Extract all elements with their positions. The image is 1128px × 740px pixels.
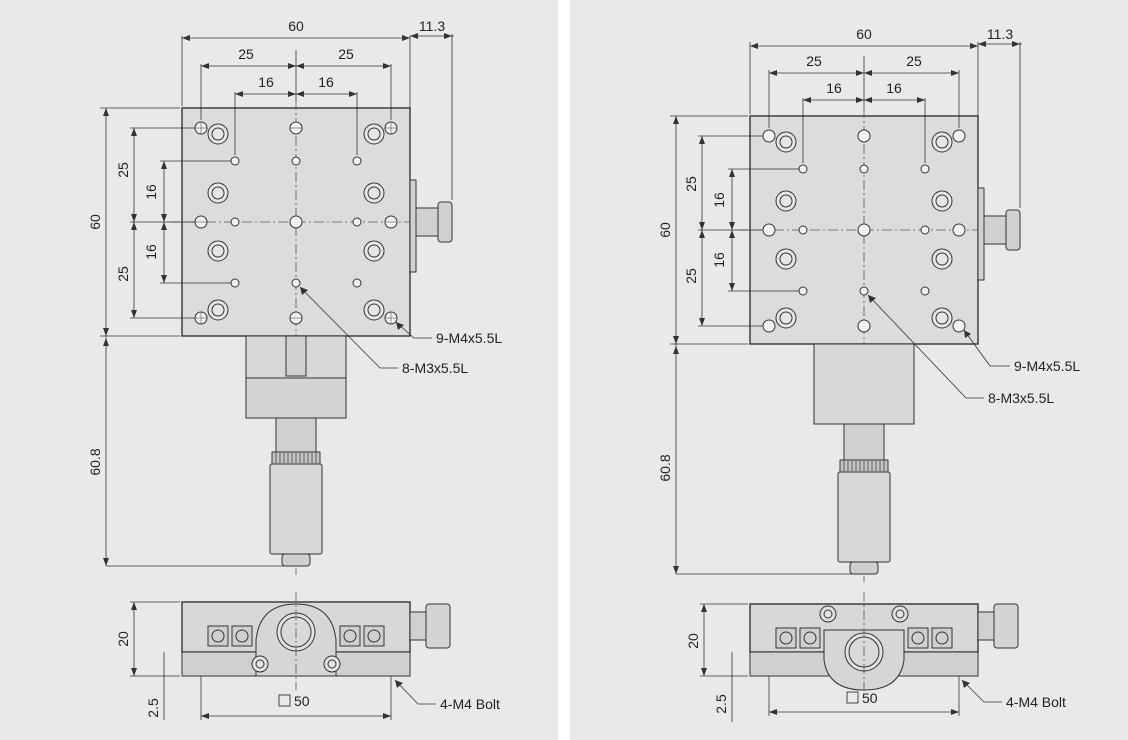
- dim-overall-width: 60: [288, 18, 304, 34]
- dim-outer-pitch-left: 25: [806, 53, 822, 69]
- callout-m3-holes: 8-M3x5.5L: [988, 390, 1054, 406]
- dim-v-outer-top: 25: [683, 176, 699, 192]
- dim-outer-pitch-right: 25: [906, 53, 922, 69]
- dim-base-size: 50: [862, 690, 878, 706]
- dim-outer-pitch-left: 25: [238, 46, 254, 62]
- micrometer-sleeve: [275, 417, 317, 453]
- dim-base-thickness: 2.5: [145, 698, 161, 718]
- dim-overall-height: 60: [657, 222, 673, 238]
- stage-drawing-left: 60 11.3 25 25 16 16 60 25 16 16 25 60.8 …: [87, 18, 502, 720]
- dim-v-outer-bottom: 25: [683, 268, 699, 284]
- dim-v-inner-bottom: 16: [143, 244, 159, 260]
- side-rail: [977, 187, 985, 281]
- m3-holes: [230, 156, 362, 288]
- counterbore-holes: [207, 123, 385, 321]
- dim-inner-pitch-left: 16: [258, 74, 274, 90]
- micrometer-sleeve: [843, 423, 885, 461]
- callout-m3-holes: 8-M3x5.5L: [402, 360, 468, 376]
- m3-holes: [798, 164, 930, 296]
- callout-bolts: 4-M4 Bolt: [1006, 694, 1066, 710]
- dim-v-inner-bottom: 16: [711, 252, 727, 268]
- dim-v-outer-bottom: 25: [115, 266, 131, 282]
- locking-knob: [437, 201, 453, 243]
- stage-drawing-right: 60 11.3 25 25 16 16 60 25 16 16 25 60.8 …: [657, 26, 1080, 722]
- dim-knob-offset: 11.3: [987, 26, 1013, 42]
- counterbore-holes: [775, 131, 953, 329]
- micrometer-mount: [813, 343, 915, 425]
- dim-outer-pitch-right: 25: [338, 46, 354, 62]
- dim-front-height: 20: [115, 631, 131, 647]
- locking-knob: [1005, 209, 1021, 251]
- dim-overall-width: 60: [856, 26, 872, 42]
- dim-front-height: 20: [685, 633, 701, 649]
- dim-inner-pitch-left: 16: [826, 80, 842, 96]
- callout-m4-holes: 9-M4x5.5L: [436, 330, 502, 346]
- dim-knob-offset: 11.3: [419, 18, 445, 34]
- m4-holes: [762, 129, 966, 333]
- dim-inner-pitch-right: 16: [886, 80, 902, 96]
- dim-base-thickness: 2.5: [713, 694, 729, 714]
- dim-overall-height: 60: [87, 214, 103, 230]
- callout-bolts: 4-M4 Bolt: [440, 696, 500, 712]
- dim-micrometer-length: 60.8: [657, 454, 673, 481]
- dim-v-inner-top: 16: [143, 184, 159, 200]
- dim-v-outer-top: 25: [115, 162, 131, 178]
- micrometer-thimble: [269, 463, 323, 555]
- dim-inner-pitch-right: 16: [318, 74, 334, 90]
- drawing-panel-right: 60 11.3 25 25 16 16 60 25 16 16 25 60.8 …: [570, 0, 1128, 740]
- dim-v-inner-top: 16: [711, 192, 727, 208]
- dim-micrometer-length: 60.8: [87, 448, 103, 475]
- micrometer-thimble: [837, 471, 891, 563]
- callout-m4-holes: 9-M4x5.5L: [1014, 358, 1080, 374]
- dim-base-size: 50: [294, 693, 310, 709]
- drawing-panel-left: 60 11.3 25 25 16 16 60 25 16 16 25 60.8 …: [0, 0, 558, 740]
- side-rail: [409, 179, 417, 273]
